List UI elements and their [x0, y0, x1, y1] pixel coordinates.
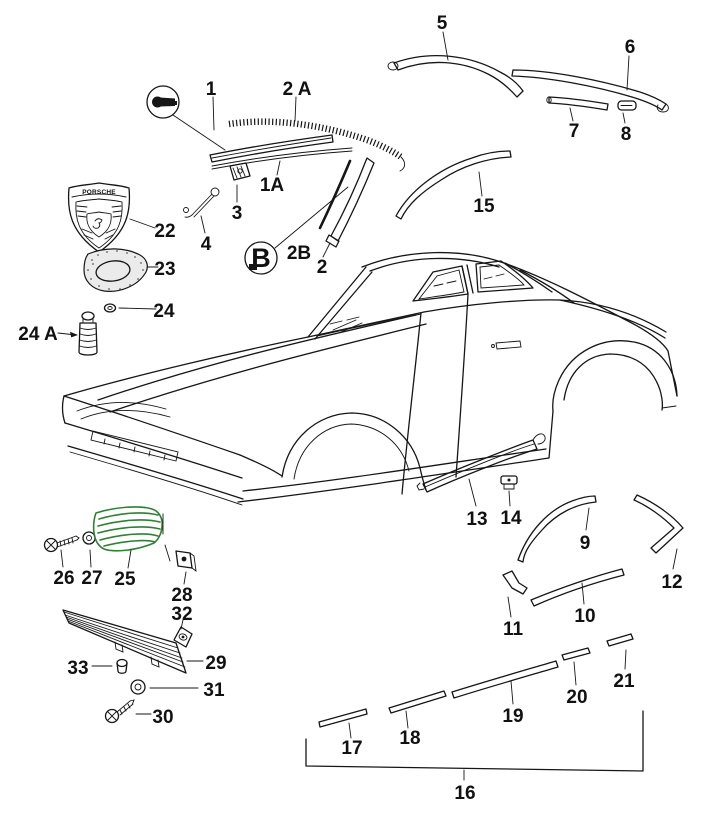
part-10-trim — [530, 568, 625, 607]
callout-4: 4 — [201, 234, 212, 255]
callout-1: 1 — [206, 79, 217, 100]
callout-19: 19 — [502, 706, 523, 727]
callout-33: 33 — [67, 658, 88, 679]
part-3-clip — [229, 162, 251, 181]
callout-31: 31 — [203, 680, 225, 701]
bracket-16 — [305, 710, 644, 772]
part-20-strip — [561, 647, 591, 661]
part-31-grommet — [130, 679, 146, 695]
part-28-clip — [175, 550, 197, 573]
part-19-strip — [451, 660, 559, 699]
part-21-strip — [606, 633, 634, 647]
callout-17: 17 — [341, 738, 362, 759]
callout-22: 22 — [154, 221, 175, 242]
leader-lines — [57, 31, 678, 781]
callout-2a: 2 A — [283, 79, 312, 100]
callout-12: 12 — [661, 572, 682, 593]
callout-13: 13 — [466, 509, 487, 530]
part-24a-plug — [78, 311, 98, 356]
part-25-vent-grille — [92, 506, 163, 552]
callout-7: 7 — [569, 121, 580, 142]
callout-6: 6 — [625, 37, 636, 58]
part-7-moulding — [546, 96, 609, 111]
part-5-moulding — [387, 55, 524, 98]
callout-24: 24 — [153, 301, 175, 322]
callout-15: 15 — [473, 196, 495, 217]
callout-23: 23 — [154, 259, 175, 280]
part-24-grommet — [103, 303, 117, 313]
part-22-porsche-crest: PORSCHE — [67, 182, 131, 253]
part-2b-moulding — [318, 159, 352, 230]
callout-2b: 2B — [287, 243, 311, 264]
part-11-corner-trim — [502, 570, 528, 595]
callout-20: 20 — [566, 687, 587, 708]
key-icon — [152, 96, 177, 108]
part-17-strip — [318, 708, 368, 728]
callout-2: 2 — [317, 257, 328, 278]
callout-18: 18 — [399, 728, 420, 749]
callout-3: 3 — [232, 203, 243, 224]
porsche-wordmark: PORSCHE — [82, 189, 116, 196]
callout-8: 8 — [621, 124, 632, 145]
symbol-b-circle: B — [244, 241, 278, 275]
callout-5: 5 — [437, 13, 448, 34]
callout-26: 26 — [53, 568, 74, 589]
callout-9: 9 — [580, 533, 591, 554]
callout-11: 11 — [503, 619, 524, 640]
part-15-moulding — [395, 150, 512, 220]
callouts: 1 2 A 5 6 7 8 15 1A 3 4 2B 2 22 23 24 24… — [18, 13, 682, 804]
callout-32: 32 — [171, 604, 192, 625]
part-30-screw — [104, 699, 135, 724]
callout-28: 28 — [171, 585, 192, 606]
part-1a-moulding — [211, 147, 353, 170]
callout-27: 27 — [81, 568, 102, 589]
part-32-clip — [173, 626, 193, 648]
part-29-louvre-grille — [62, 609, 187, 674]
callout-30: 30 — [152, 707, 173, 728]
part-9-trim — [517, 495, 597, 563]
part-2-moulding — [325, 157, 375, 248]
part-1-moulding — [209, 134, 334, 163]
callout-1a: 1A — [260, 175, 285, 196]
part-2a-moulding — [228, 118, 406, 172]
part-8-end-piece — [617, 100, 637, 111]
callout-14: 14 — [500, 508, 522, 529]
part-4-rivet — [183, 187, 220, 218]
part-12-corner-trim — [633, 494, 684, 554]
car-body — [61, 251, 678, 506]
symbol-a-circle — [146, 85, 180, 119]
callout-25: 25 — [114, 569, 136, 590]
part-23-gasket — [83, 248, 148, 292]
callout-10: 10 — [574, 606, 595, 627]
part-26-screw — [43, 535, 80, 553]
part-13-sill-strip — [416, 433, 546, 493]
callout-24a: 24 A — [18, 324, 58, 345]
part-6-moulding — [511, 69, 669, 113]
callout-21: 21 — [613, 671, 635, 692]
part-33-plug — [116, 658, 128, 674]
part-27-washer — [82, 531, 96, 545]
gasket-stipple — [87, 250, 144, 290]
callout-29: 29 — [205, 653, 226, 674]
callout-16: 16 — [454, 783, 475, 804]
arrow-24a — [70, 331, 78, 338]
part-14-clip — [500, 475, 518, 490]
part-18-strip — [388, 690, 447, 714]
